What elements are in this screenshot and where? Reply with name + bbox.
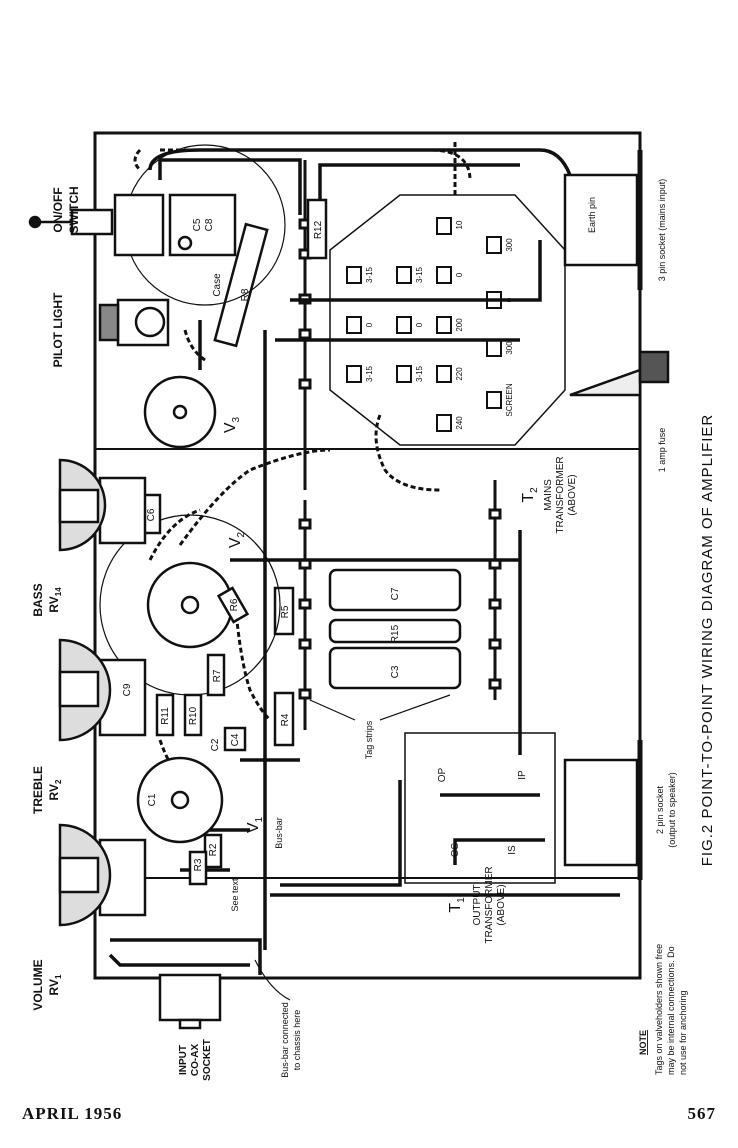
can-capacitor [168,193,269,348]
label-r11: R11 [160,707,171,725]
speaker-socket-label-2: (output to speaker) [667,772,677,848]
tap-3-15-c: 3-15 [365,365,374,382]
footer-page-number: 567 [687,1104,716,1123]
mains-transformer-line1: MAINS [543,479,554,511]
output-transformer [404,732,556,884]
note-line-3: not use for anchoring [678,990,688,1075]
note-line-2: may be internal connections. Do [666,946,676,1075]
valve-v3-label: V3 [222,416,242,433]
terminal-is: IS [507,845,518,855]
tap-3-15-b: 3-15 [415,266,424,283]
input-label-1: INPUT [178,1045,189,1075]
mains-transformer-id: T2 [520,487,540,503]
figure-caption: FIG.2 POINT-TO-POINT WIRING DIAGRAM OF A… [699,414,716,866]
mains-transformer-line3: (ABOVE) [567,474,578,515]
valve-v1-label: V1 [245,816,265,833]
speaker-socket-label-1: 2 pin socket [655,785,665,834]
tap-300-b: 300 [505,341,514,355]
bus-bar-note-1: Bus-bar connected [280,1002,290,1078]
switch-label: SWITCH [67,186,81,233]
label-c7: C7 [390,587,401,600]
label-c1: C1 [147,793,158,806]
mains-input-socket [563,150,643,290]
bass-label: BASS [31,583,45,616]
output-transformer-line2: TRANSFORMER [484,866,495,943]
control-knobs [58,458,112,927]
tap-220: 220 [455,367,464,381]
tap-10: 10 [455,220,464,229]
terminal-op: OP [437,767,448,782]
treble-label: TREBLE [31,766,45,814]
pilot-light-label: PILOT LIGHT [51,292,65,367]
on-off-switch [28,193,165,257]
tag-strips [298,160,502,730]
label-r4: R4 [280,713,291,726]
bass-id: RV14 [47,587,63,613]
note-title: NOTE [638,1030,648,1055]
see-text-label: See text [230,878,240,912]
earth-pin-label: Earth pin [587,197,597,233]
tap-0-c: 0 [415,322,424,327]
output-transformer-line3: (ABOVE) [496,884,507,925]
large-capacitors [273,198,462,747]
bus-bar-note-2: to chassis here [292,1010,302,1071]
tap-200: 200 [455,318,464,332]
chassis [93,131,642,980]
potentiometers [98,476,147,917]
label-c2: C2 [210,738,221,751]
valveholders [136,375,234,844]
mains-transformer-line2: TRANSFORMER [555,456,566,533]
coax-input-socket [158,973,222,1030]
label-r7: R7 [212,669,223,682]
label-r2: R2 [208,843,219,856]
speaker-output-socket [563,740,643,880]
label-r8: R8 [240,288,251,301]
label-c4: C4 [230,733,241,746]
fuse-holder [569,350,670,397]
label-c6: C6 [146,508,157,521]
label-case: Case [212,273,223,297]
terminal-os: OS [450,842,461,857]
on-off-label: ON/OFF [51,187,65,232]
label-c3: C3 [390,665,401,678]
label-c8: C8 [204,218,215,231]
tap-3-15-a: 3-15 [365,266,374,283]
tag-strips-label: Tag strips [364,720,374,759]
tap-0-d: 0 [505,297,514,302]
tap-0-a: 0 [455,272,464,277]
treble-id: RV2 [47,779,63,800]
terminal-ip: IP [517,770,528,780]
label-c5: C5 [192,218,203,231]
label-r15: R15 [390,624,401,643]
input-label-3: SOCKET [202,1039,213,1081]
label-r10: R10 [188,706,199,725]
note-line-1: Tags on valveholders shown free [654,944,664,1075]
pointer-arrows [254,694,451,1001]
tap-screen: SCREEN [505,383,514,417]
tap-0-b: 0 [365,322,374,327]
tap-240: 240 [455,416,464,430]
tap-300-a: 300 [505,238,514,252]
output-transformer-id: T1 [447,897,467,913]
label-c9: C9 [122,683,133,696]
volume-label: VOLUME [31,959,45,1010]
mains-transformer [329,194,566,446]
pilot-light [98,298,170,347]
output-transformer-line1: OUTPUT [472,884,483,925]
tap-3-15-d: 3-15 [415,365,424,382]
label-r6: R6 [229,598,240,611]
footer-date: APRIL 1956 [22,1104,123,1123]
label-r12: R12 [313,220,324,239]
rotated-labels: ON/OFF SWITCH PILOT LIGHT BASS RV14 TREB… [31,179,716,1081]
bus-bar-label: Bus-bar [274,817,284,849]
label-r3: R3 [193,858,204,871]
mains-socket-label: 3 pin socket (mains input) [657,179,667,282]
volume-id: RV1 [47,974,63,995]
valve-v2-label: V2 [227,531,247,548]
label-r5: R5 [280,605,291,618]
fuse-label: 1 amp fuse [657,428,667,473]
input-label-2: CO-AX [190,1044,201,1077]
